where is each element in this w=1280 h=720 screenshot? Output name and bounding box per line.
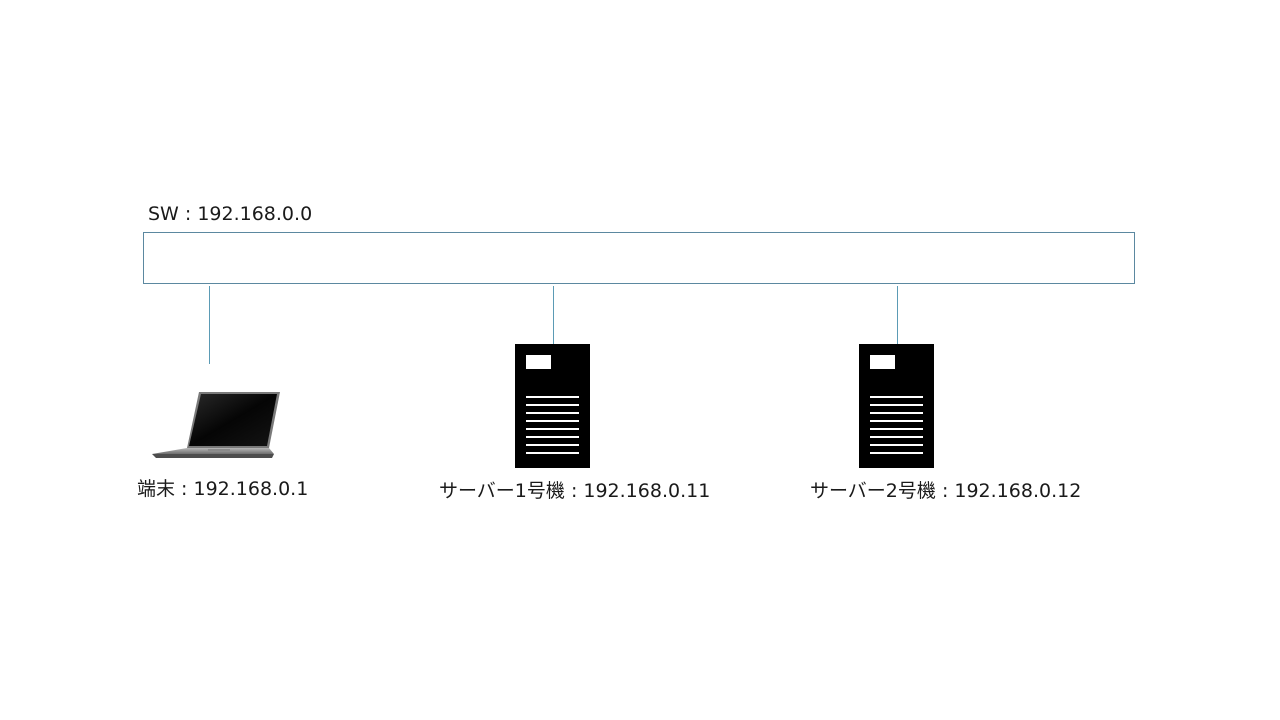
link-server2 bbox=[897, 286, 898, 344]
terminal-label: 端末 : 192.168.0.1 bbox=[137, 478, 309, 500]
link-terminal bbox=[209, 286, 210, 364]
server2-label: サーバー2号機 : 192.168.0.12 bbox=[810, 480, 1082, 502]
server1-label: サーバー1号機 : 192.168.0.11 bbox=[439, 480, 711, 502]
link-server1 bbox=[553, 286, 554, 344]
switch-label: SW : 192.168.0.0 bbox=[148, 203, 313, 225]
laptop-icon bbox=[152, 392, 280, 458]
switch-box bbox=[143, 232, 1135, 284]
server-icon bbox=[859, 344, 934, 468]
server-icon bbox=[515, 344, 590, 468]
